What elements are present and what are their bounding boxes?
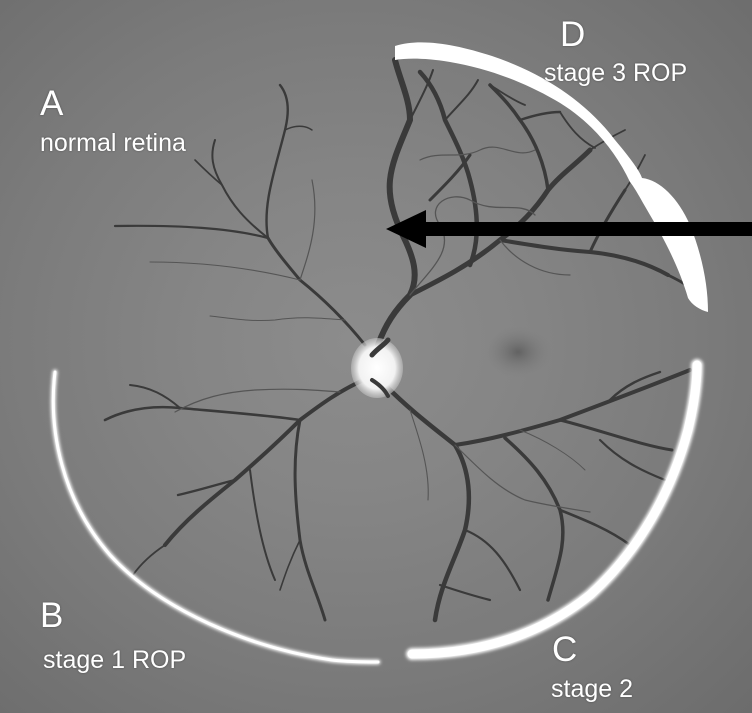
stage1-vessels: [103, 376, 370, 622]
label-d-letter: D: [560, 15, 586, 54]
label-c-letter: C: [552, 630, 578, 669]
arrow-left-icon: [386, 210, 752, 248]
label-normal-retina: normal retina: [40, 129, 186, 157]
label-stage2: stage 2: [551, 675, 634, 703]
macula: [484, 326, 552, 378]
optic-disc-group: [351, 337, 403, 398]
stage2-vessels: [382, 368, 692, 623]
label-a-letter: A: [40, 84, 64, 123]
label-stage3-rop: stage 3 ROP: [544, 59, 688, 87]
label-stage1-rop: stage 1 ROP: [43, 646, 187, 674]
stage3-ridge: [395, 42, 708, 312]
stage1-ridge: [50, 369, 381, 665]
optic-disc: [351, 338, 403, 398]
label-b-letter: B: [40, 596, 64, 635]
normal-retina-vessels: [113, 83, 367, 347]
